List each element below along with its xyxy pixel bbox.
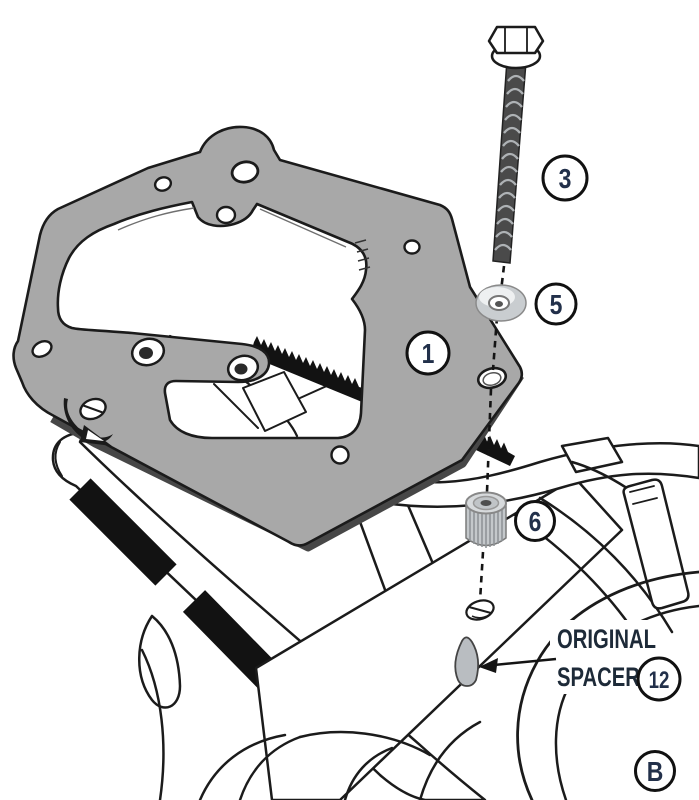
knurl-lines bbox=[469, 508, 503, 548]
callout-view: B bbox=[634, 750, 676, 792]
plate-bolt-hole bbox=[476, 366, 508, 390]
frame-screw bbox=[465, 599, 495, 621]
plate-hole-inner-tab bbox=[215, 205, 237, 225]
callout-original-spacer-number: 12 bbox=[649, 667, 670, 694]
callout-plate-number: 1 bbox=[422, 339, 435, 370]
washer bbox=[475, 284, 527, 322]
callout-spacer-number: 6 bbox=[529, 507, 542, 538]
assembly-axis-dashed-line bbox=[478, 265, 506, 602]
callout-washer: 5 bbox=[534, 282, 578, 326]
plate-hole-top-tab bbox=[230, 160, 260, 184]
knurled-spacer bbox=[465, 491, 507, 548]
plate-slot-left bbox=[31, 340, 53, 358]
callout-washer-number: 5 bbox=[550, 290, 563, 321]
callout-bolt: 3 bbox=[541, 154, 589, 202]
plate-hole-small-right bbox=[403, 239, 421, 255]
callout-view-letter: B bbox=[647, 757, 664, 788]
annotation-line1: ORIGINAL bbox=[557, 624, 656, 655]
callouts: 1 3 5 6 12 bbox=[405, 154, 682, 792]
callout-original-spacer: 12 bbox=[636, 656, 682, 702]
plate-eyelet-1 bbox=[130, 337, 166, 367]
callout-plate: 1 bbox=[405, 330, 451, 376]
bracket-pod bbox=[138, 614, 182, 709]
annotation-arrow-line bbox=[493, 657, 557, 667]
original-spacer-wedge bbox=[454, 636, 479, 687]
plate-hook-slot bbox=[63, 397, 113, 446]
plate-hole-bottom bbox=[330, 445, 350, 465]
plate-hole-small-left bbox=[153, 176, 173, 192]
mounting-plate bbox=[12, 125, 524, 552]
plate-eyelet-2 bbox=[226, 354, 260, 382]
callout-bolt-number: 3 bbox=[559, 164, 572, 195]
annotation-arrowhead bbox=[479, 658, 498, 673]
flanged-bolt bbox=[487, 25, 545, 264]
callout-spacer: 6 bbox=[514, 500, 556, 542]
bolt-threads bbox=[494, 74, 525, 251]
annotation-line2: SPACER bbox=[557, 662, 640, 693]
plate-body bbox=[12, 125, 524, 547]
bolt-hex-head bbox=[487, 25, 545, 55]
